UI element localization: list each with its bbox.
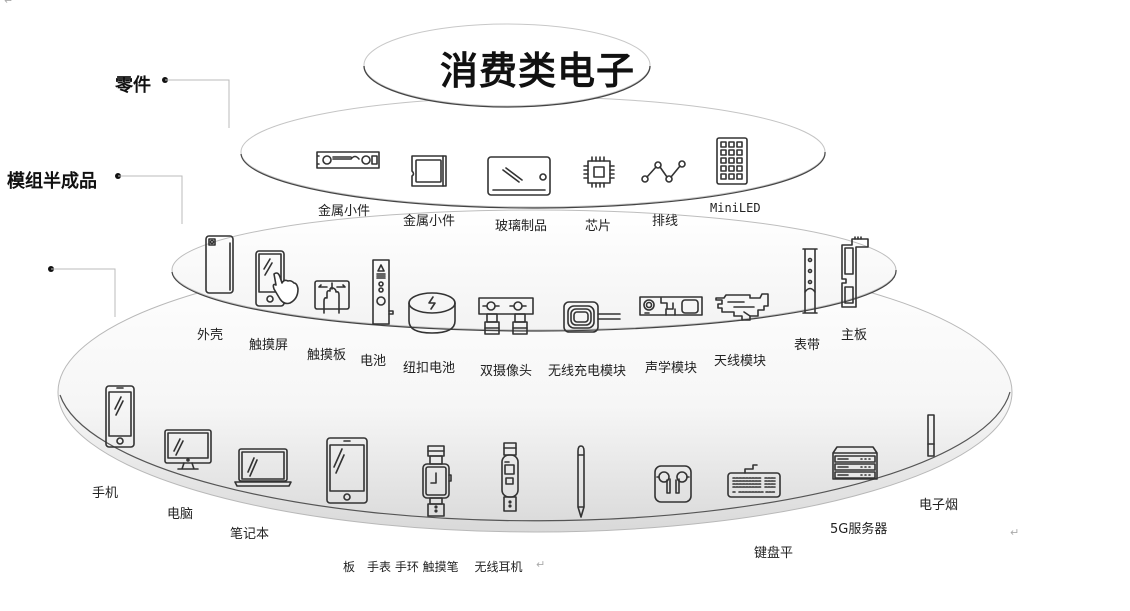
miniled-grid-icon [716,137,748,185]
module-label: 触摸板 [307,348,347,363]
flex-cable-icon [640,158,688,186]
desktop-computer-icon [164,429,212,471]
battery-icon [372,259,396,325]
e-cigarette-icon [926,414,936,458]
chip-icon [582,155,616,189]
module-label: 触摸屏 [249,338,289,353]
stylus-icon [575,445,587,519]
product-label: 笔记本 [230,527,270,542]
tablet-icon [326,437,368,505]
fitness-band-icon [500,442,520,512]
level-label-modules: 模组半成品 [7,171,97,192]
product-label: 手机 [92,486,119,501]
dual-camera-icon [477,296,535,336]
phone-shell-icon [205,235,235,295]
coin-battery-icon [407,291,457,335]
product-label-keyboard: 键盘平 [754,546,794,561]
title-ellipse [363,23,651,107]
page-title: 消费类电子 [440,49,636,93]
level-label-parts: 零件 [115,75,151,96]
acoustic-module-icon [639,295,703,319]
module-label: 主板 [841,328,868,343]
connector-modules [115,173,183,224]
connector-products [48,266,116,317]
bottom-caption: 板 手表 手环 触摸笔 无线耳机 [343,560,523,574]
parts-label: 排线 [652,214,679,229]
parts-label: 金属小件 [403,214,456,229]
product-label: 5G服务器 [830,522,888,537]
parts-label: MiniLED [710,201,761,215]
metal-bracket-icon [315,150,381,170]
module-label: 纽扣电池 [403,361,456,376]
module-label: 无线充电模块 [548,364,627,379]
parts-label: 芯片 [585,219,612,234]
earbuds-icon [654,465,692,503]
smartphone-icon [105,385,135,449]
module-label: 电池 [360,354,387,369]
laptop-icon [234,448,292,488]
antenna-module-icon [714,292,770,322]
glass-panel-icon [487,156,551,196]
smartwatch-icon [421,445,453,517]
wireless-charging-coil-icon [562,300,622,334]
module-label: 表带 [794,338,821,353]
product-label: 电脑 [167,507,194,522]
module-label: 天线模块 [714,354,767,369]
product-label: 电子烟 [919,498,959,513]
return-mark: ↵ [1010,526,1020,539]
mainboard-icon [840,235,870,309]
module-label: 外壳 [197,328,224,343]
server-icon [831,445,879,481]
return-mark: ↵ [4,0,14,7]
module-label: 双摄像头 [480,364,533,379]
parts-label: 金属小件 [318,204,371,219]
module-label: 声学模块 [645,361,698,376]
connector-parts [162,77,230,128]
touchscreen-icon [254,249,302,307]
sim-tray-icon [410,154,450,188]
parts-label: 玻璃制品 [495,219,548,234]
keyboard-icon [727,463,781,499]
return-mark: ↵ [536,558,546,571]
touchpad-icon [313,279,351,314]
watch-strap-icon [800,247,820,315]
